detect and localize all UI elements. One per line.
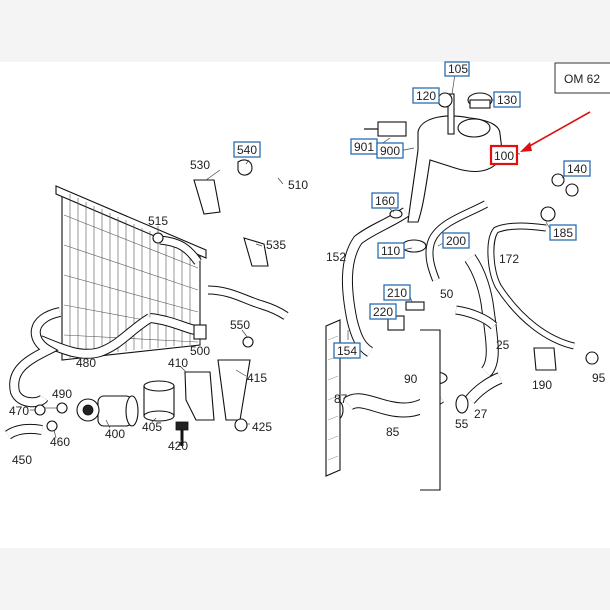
nut-95 xyxy=(585,351,599,365)
label-140-box[interactable]: 140 xyxy=(563,160,591,177)
clip-55 xyxy=(455,394,469,414)
pump-400 xyxy=(76,395,139,427)
label-210: 210 xyxy=(387,286,407,300)
engine-code-label: OM 62 xyxy=(564,72,600,86)
label-140: 140 xyxy=(567,162,587,176)
label-90: 90 xyxy=(404,372,418,386)
label-515: 515 xyxy=(148,214,168,228)
label-901-box[interactable]: 901 xyxy=(350,138,378,155)
label-530: 530 xyxy=(190,158,210,172)
label-95: 95 xyxy=(592,371,606,385)
label-450: 450 xyxy=(12,453,32,467)
cap-130 xyxy=(467,92,493,109)
fitting-210 xyxy=(405,301,425,311)
clip-160 xyxy=(389,209,403,219)
label-55: 55 xyxy=(455,417,469,431)
label-110-box[interactable]: 110 xyxy=(377,242,405,259)
label-130-box[interactable]: 130 xyxy=(493,91,521,108)
hose-510-inner xyxy=(206,131,296,260)
label-550: 550 xyxy=(230,318,250,332)
clamp-530 xyxy=(193,179,221,215)
label-25: 25 xyxy=(496,338,510,352)
clip-470 xyxy=(34,404,46,416)
label-470: 470 xyxy=(9,404,29,418)
label-490: 490 xyxy=(52,387,72,401)
label-400: 400 xyxy=(105,427,125,441)
clip-515 xyxy=(152,232,164,244)
bottom-margin xyxy=(0,548,610,610)
engine-code-box: OM 62 xyxy=(554,62,610,94)
label-154-box[interactable]: 154 xyxy=(333,342,361,359)
label-105-box[interactable]: 105 xyxy=(444,61,470,77)
label-500: 500 xyxy=(190,344,210,358)
label-901: 901 xyxy=(354,140,374,154)
label-87: 87 xyxy=(334,392,348,406)
label-460: 460 xyxy=(50,435,70,449)
label-410: 410 xyxy=(168,356,188,370)
bolt-420 xyxy=(175,421,189,446)
red-arrow xyxy=(520,111,591,152)
label-420: 420 xyxy=(168,439,188,453)
clip-490 xyxy=(56,402,68,414)
expansion-tank xyxy=(407,93,503,223)
clamp-535 xyxy=(243,237,269,267)
label-160: 160 xyxy=(375,194,395,208)
label-50: 50 xyxy=(440,287,454,301)
sensor-901 xyxy=(364,121,407,137)
label-220: 220 xyxy=(373,305,393,319)
label-120-box[interactable]: 120 xyxy=(412,87,440,104)
label-900: 900 xyxy=(380,144,400,158)
clip-190 xyxy=(533,347,557,371)
label-130: 130 xyxy=(497,93,517,107)
label-185: 185 xyxy=(553,226,573,240)
clip-185-end xyxy=(540,206,556,222)
label-172: 172 xyxy=(499,252,519,266)
clips-140 xyxy=(551,173,579,197)
label-480: 480 xyxy=(76,356,96,370)
label-190: 190 xyxy=(532,378,552,392)
label-200: 200 xyxy=(446,234,466,248)
label-110: 110 xyxy=(381,244,400,258)
clip-550 xyxy=(242,336,254,348)
label-405: 405 xyxy=(142,420,162,434)
label-120: 120 xyxy=(416,89,436,103)
disc-110 xyxy=(401,239,427,253)
label-185-box[interactable]: 185 xyxy=(549,224,577,241)
cap-120 xyxy=(437,92,453,108)
top-margin xyxy=(0,0,610,62)
label-100-box[interactable]: 100 xyxy=(489,144,519,166)
clip-460 xyxy=(46,420,58,432)
label-210-box[interactable]: 210 xyxy=(383,284,411,301)
sleeve-405 xyxy=(143,380,175,422)
nut-425 xyxy=(234,418,248,432)
label-160-box[interactable]: 160 xyxy=(371,192,399,209)
bracket-410 xyxy=(184,371,215,421)
label-152: 152 xyxy=(326,250,346,264)
label-540: 540 xyxy=(237,143,257,157)
label-415: 415 xyxy=(247,371,267,385)
label-154: 154 xyxy=(337,344,357,358)
label-85: 85 xyxy=(386,425,400,439)
label-200-box[interactable]: 200 xyxy=(442,232,470,249)
label-510: 510 xyxy=(288,178,308,192)
label-27: 27 xyxy=(474,407,488,421)
label-100: 100 xyxy=(494,149,514,163)
label-105: 105 xyxy=(448,62,468,76)
label-535: 535 xyxy=(266,238,286,252)
label-220-box[interactable]: 220 xyxy=(369,303,397,320)
label-425: 425 xyxy=(252,420,272,434)
label-900-box[interactable]: 900 xyxy=(376,142,404,159)
engine-block xyxy=(325,319,441,491)
clip-500 xyxy=(193,324,207,340)
clip-540 xyxy=(237,159,253,176)
label-540-box[interactable]: 540 xyxy=(233,141,261,158)
